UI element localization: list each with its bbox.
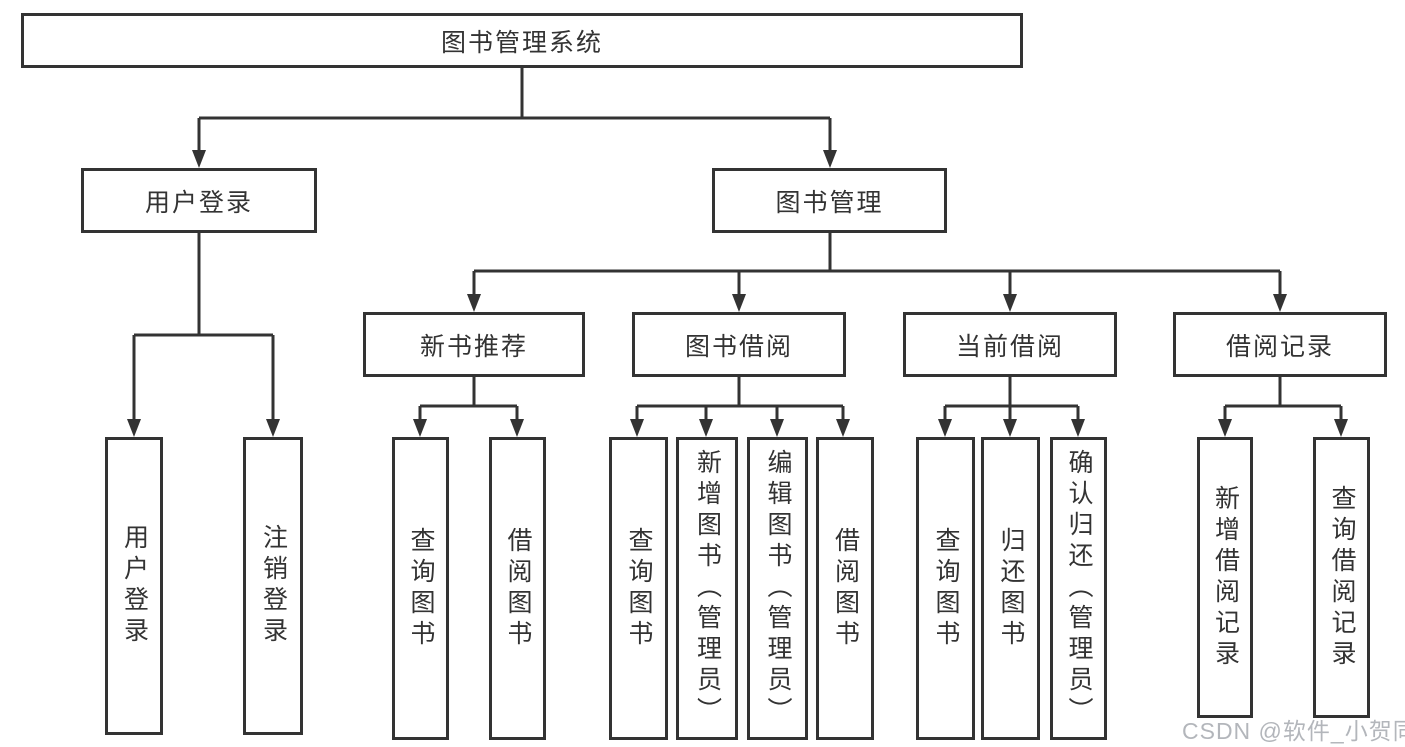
connector-new-book [413,377,524,437]
connector-root [192,68,837,168]
leaf-return-books: 归还图书 [981,437,1040,740]
leaf-user-login: 用户登录 [105,437,163,735]
arrowhead-icon [732,294,746,312]
leaf-query-books: 查询图书 [916,437,975,740]
leaf-borrow-books: 借阅图书 [489,437,546,740]
leaf-query-books: 查询图书 [392,437,449,740]
leaf-add-book-admin: 新增图书（管理员） [676,437,738,740]
arrowhead-icon [127,419,141,437]
arrowhead-icon [630,419,644,437]
node-borrowing-records: 借阅记录 [1173,312,1387,377]
arrowhead-icon [1003,294,1017,312]
arrowhead-icon [823,150,837,168]
leaf-logout: 注销登录 [243,437,303,735]
arrowhead-icon [1218,419,1232,437]
node-current-borrowing: 当前借阅 [903,312,1117,377]
arrowhead-icon [1071,419,1085,437]
arrowhead-icon [770,419,784,437]
arrowhead-icon [1334,419,1348,437]
node-root-system: 图书管理系统 [21,13,1023,68]
arrowhead-icon [699,419,713,437]
connector-book-borrow [630,377,850,437]
arrowhead-icon [836,419,850,437]
node-user-login: 用户登录 [81,168,317,233]
arrowhead-icon [510,419,524,437]
leaf-query-books: 查询图书 [609,437,668,740]
arrowhead-icon [413,419,427,437]
leaf-query-borrow-record: 查询借阅记录 [1313,437,1370,718]
connector-login [127,233,280,437]
leaf-edit-book-admin: 编辑图书（管理员） [747,437,808,740]
connector-current-borrow [938,377,1085,437]
leaf-borrow-books: 借阅图书 [816,437,874,740]
leaf-confirm-return-admin: 确认归还（管理员） [1050,437,1107,740]
arrowhead-icon [192,150,206,168]
arrowhead-icon [938,419,952,437]
arrowhead-icon [1273,294,1287,312]
node-book-management: 图书管理 [712,168,947,233]
arrowhead-icon [1003,419,1017,437]
csdn-watermark: CSDN @软件_小贺同学 [1182,718,1405,744]
arrowhead-icon [266,419,280,437]
node-new-book-recommend: 新书推荐 [363,312,585,377]
leaf-add-borrow-record: 新增借阅记录 [1197,437,1253,718]
node-book-borrowing: 图书借阅 [632,312,846,377]
connector-mgmt [467,233,1287,312]
arrowhead-icon [467,294,481,312]
connector-borrow-records [1218,377,1348,437]
